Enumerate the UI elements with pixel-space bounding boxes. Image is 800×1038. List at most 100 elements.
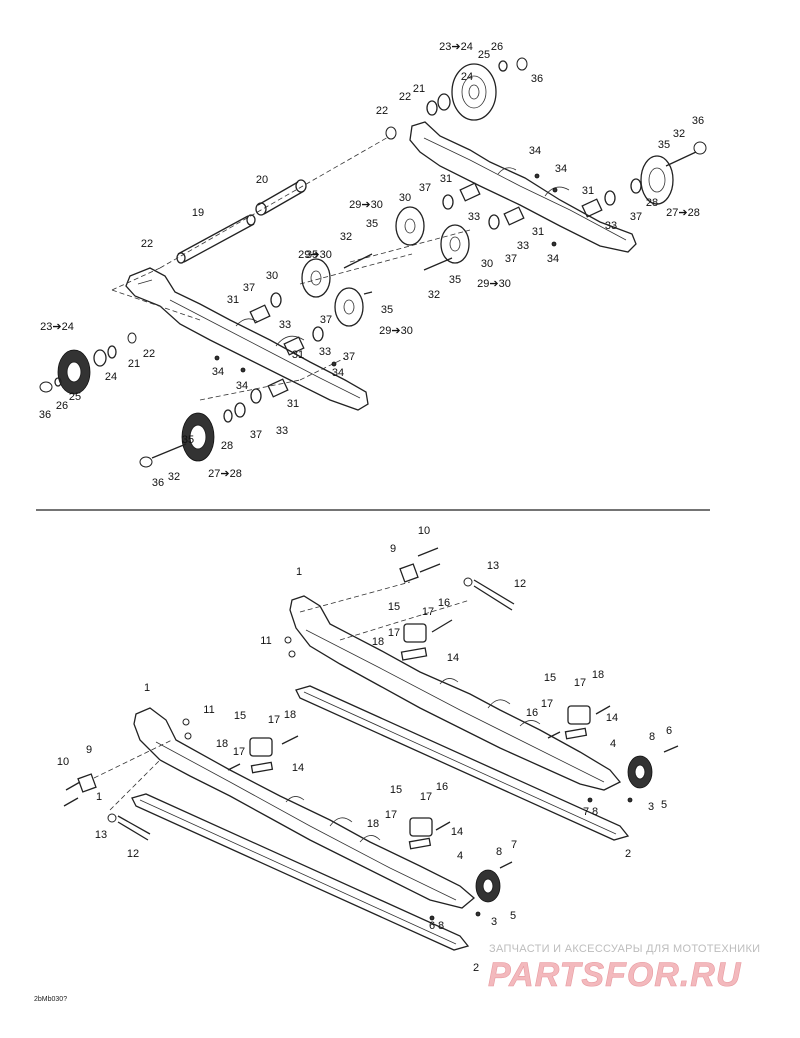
top-callout-59: 33	[276, 425, 288, 437]
top-callout-5: 22	[399, 91, 411, 103]
bottom-callout-7: 16	[438, 597, 450, 609]
bottom-callout-6: 17	[422, 606, 434, 618]
bottom-assembly	[63, 547, 679, 951]
end-wheels	[475, 755, 653, 903]
watermark-logo: PARTSFOR.RU	[488, 956, 742, 993]
bottom-callout-48: 3	[491, 916, 497, 928]
top-callout-0: 23➔24	[439, 41, 473, 53]
bottom-callout-40: 18	[367, 818, 379, 830]
top-callout-56: 26	[56, 400, 68, 412]
bottom-callout-41: 17	[385, 809, 397, 821]
rear-wheel-bottom	[39, 332, 137, 395]
bottom-callout-31: 5	[661, 799, 667, 811]
top-callout-57: 36	[39, 409, 51, 421]
top-callout-13: 20	[256, 174, 268, 186]
top-callout-63: 32	[168, 471, 180, 483]
bottom-callout-34: 15	[390, 784, 402, 796]
svg-text:PARTSFOR.RU: PARTSFOR.RU	[488, 956, 742, 993]
bottom-callout-11: 14	[447, 652, 459, 664]
bottom-callout-0: 10	[418, 525, 430, 537]
bottom-callout-44: 12	[127, 848, 139, 860]
top-callout-10: 35	[658, 139, 670, 151]
top-callout-51: 24	[105, 371, 117, 383]
bottom-callout-30: 10	[57, 756, 69, 768]
bottom-callout-50: 6	[429, 920, 435, 932]
top-callout-11: 34	[529, 145, 541, 157]
bottom-callout-24: 6	[666, 725, 672, 737]
top-callout-31: 35	[306, 249, 318, 261]
top-callout-49: 21	[128, 358, 140, 370]
top-callout-54: 34	[236, 380, 248, 392]
top-callout-17: 30	[399, 192, 411, 204]
top-callout-14: 37	[419, 182, 431, 194]
top-callout-61: 35	[182, 434, 194, 446]
top-callout-33: 34	[547, 253, 559, 265]
top-callout-35: 30	[266, 270, 278, 282]
top-callout-2: 25	[478, 49, 490, 61]
top-callout-37: 29➔30	[477, 278, 511, 290]
top-callout-21: 19	[192, 207, 204, 219]
top-callout-42: 23➔24	[40, 321, 74, 333]
top-callout-36: 35	[449, 274, 461, 286]
top-callout-50: 31	[292, 349, 304, 361]
bottom-callout-35: 17	[420, 791, 432, 803]
bottom-callout-26: 18	[216, 738, 228, 750]
top-callout-46: 22	[143, 348, 155, 360]
top-callout-30: 29➔30	[298, 249, 332, 261]
bottom-callout-45: 8	[496, 846, 502, 858]
bottom-callout-18: 14	[606, 712, 618, 724]
top-callout-53: 34	[332, 367, 344, 379]
top-callout-7: 22	[376, 105, 388, 117]
top-callout-44: 37	[320, 314, 332, 326]
axle-19	[176, 214, 256, 264]
top-callout-28: 22	[141, 238, 153, 250]
top-callout-58: 31	[287, 398, 299, 410]
brackets-and-hardware	[214, 173, 616, 404]
upper-frame-rail	[289, 595, 622, 791]
bottom-callout-32: 3	[648, 801, 654, 813]
bottom-callout-19: 11	[203, 704, 214, 716]
cross-line-front	[111, 267, 201, 321]
wear-blocks	[249, 623, 591, 850]
top-callout-65: 36	[152, 477, 164, 489]
top-callout-52: 34	[212, 366, 224, 378]
upper-left-rail	[125, 267, 369, 411]
bottom-callout-16: 16	[526, 707, 538, 719]
top-callout-20: 37	[630, 211, 642, 223]
bottom-callout-43: 2	[625, 848, 631, 860]
bottom-callout-46: 7	[511, 839, 517, 851]
top-callout-26: 31	[532, 226, 544, 238]
bottom-callout-13: 17	[574, 677, 586, 689]
top-callout-24: 27➔28	[666, 207, 700, 219]
bottom-callout-14: 18	[592, 669, 604, 681]
top-callout-29: 33	[517, 240, 529, 252]
lower-frame-rail	[133, 707, 476, 909]
top-callout-39: 32	[428, 289, 440, 301]
top-callout-43: 33	[279, 319, 291, 331]
top-callout-18: 29➔30	[349, 199, 383, 211]
upper-slider-strip	[295, 685, 630, 841]
top-callout-19: 28	[646, 197, 658, 209]
bottom-callout-2: 1	[296, 566, 302, 578]
top-callout-4: 24	[461, 71, 473, 83]
front-wheel-right	[630, 141, 707, 205]
bottom-callout-28: 9	[86, 744, 92, 756]
bottom-callout-52: 2	[473, 962, 479, 974]
axle-20	[255, 179, 307, 216]
bottom-callout-29: 14	[292, 762, 304, 774]
bottom-callout-21: 17	[268, 714, 280, 726]
bottom-callout-22: 18	[284, 709, 296, 721]
top-callout-8: 36	[692, 115, 704, 127]
top-callout-48: 37	[343, 351, 355, 363]
bottom-callout-25: 4	[610, 738, 616, 750]
cross-line-rear	[159, 135, 391, 269]
bottom-callout-37: 7	[583, 806, 589, 818]
front-brackets-bolts	[63, 547, 679, 921]
top-callout-34: 30	[481, 258, 493, 270]
upper-right-rail	[409, 121, 637, 253]
bottom-callout-20: 15	[234, 710, 246, 722]
top-callout-27: 33	[605, 220, 617, 232]
drawing-code: 2bMb030?	[34, 996, 68, 1003]
top-callout-38: 37	[243, 282, 255, 294]
